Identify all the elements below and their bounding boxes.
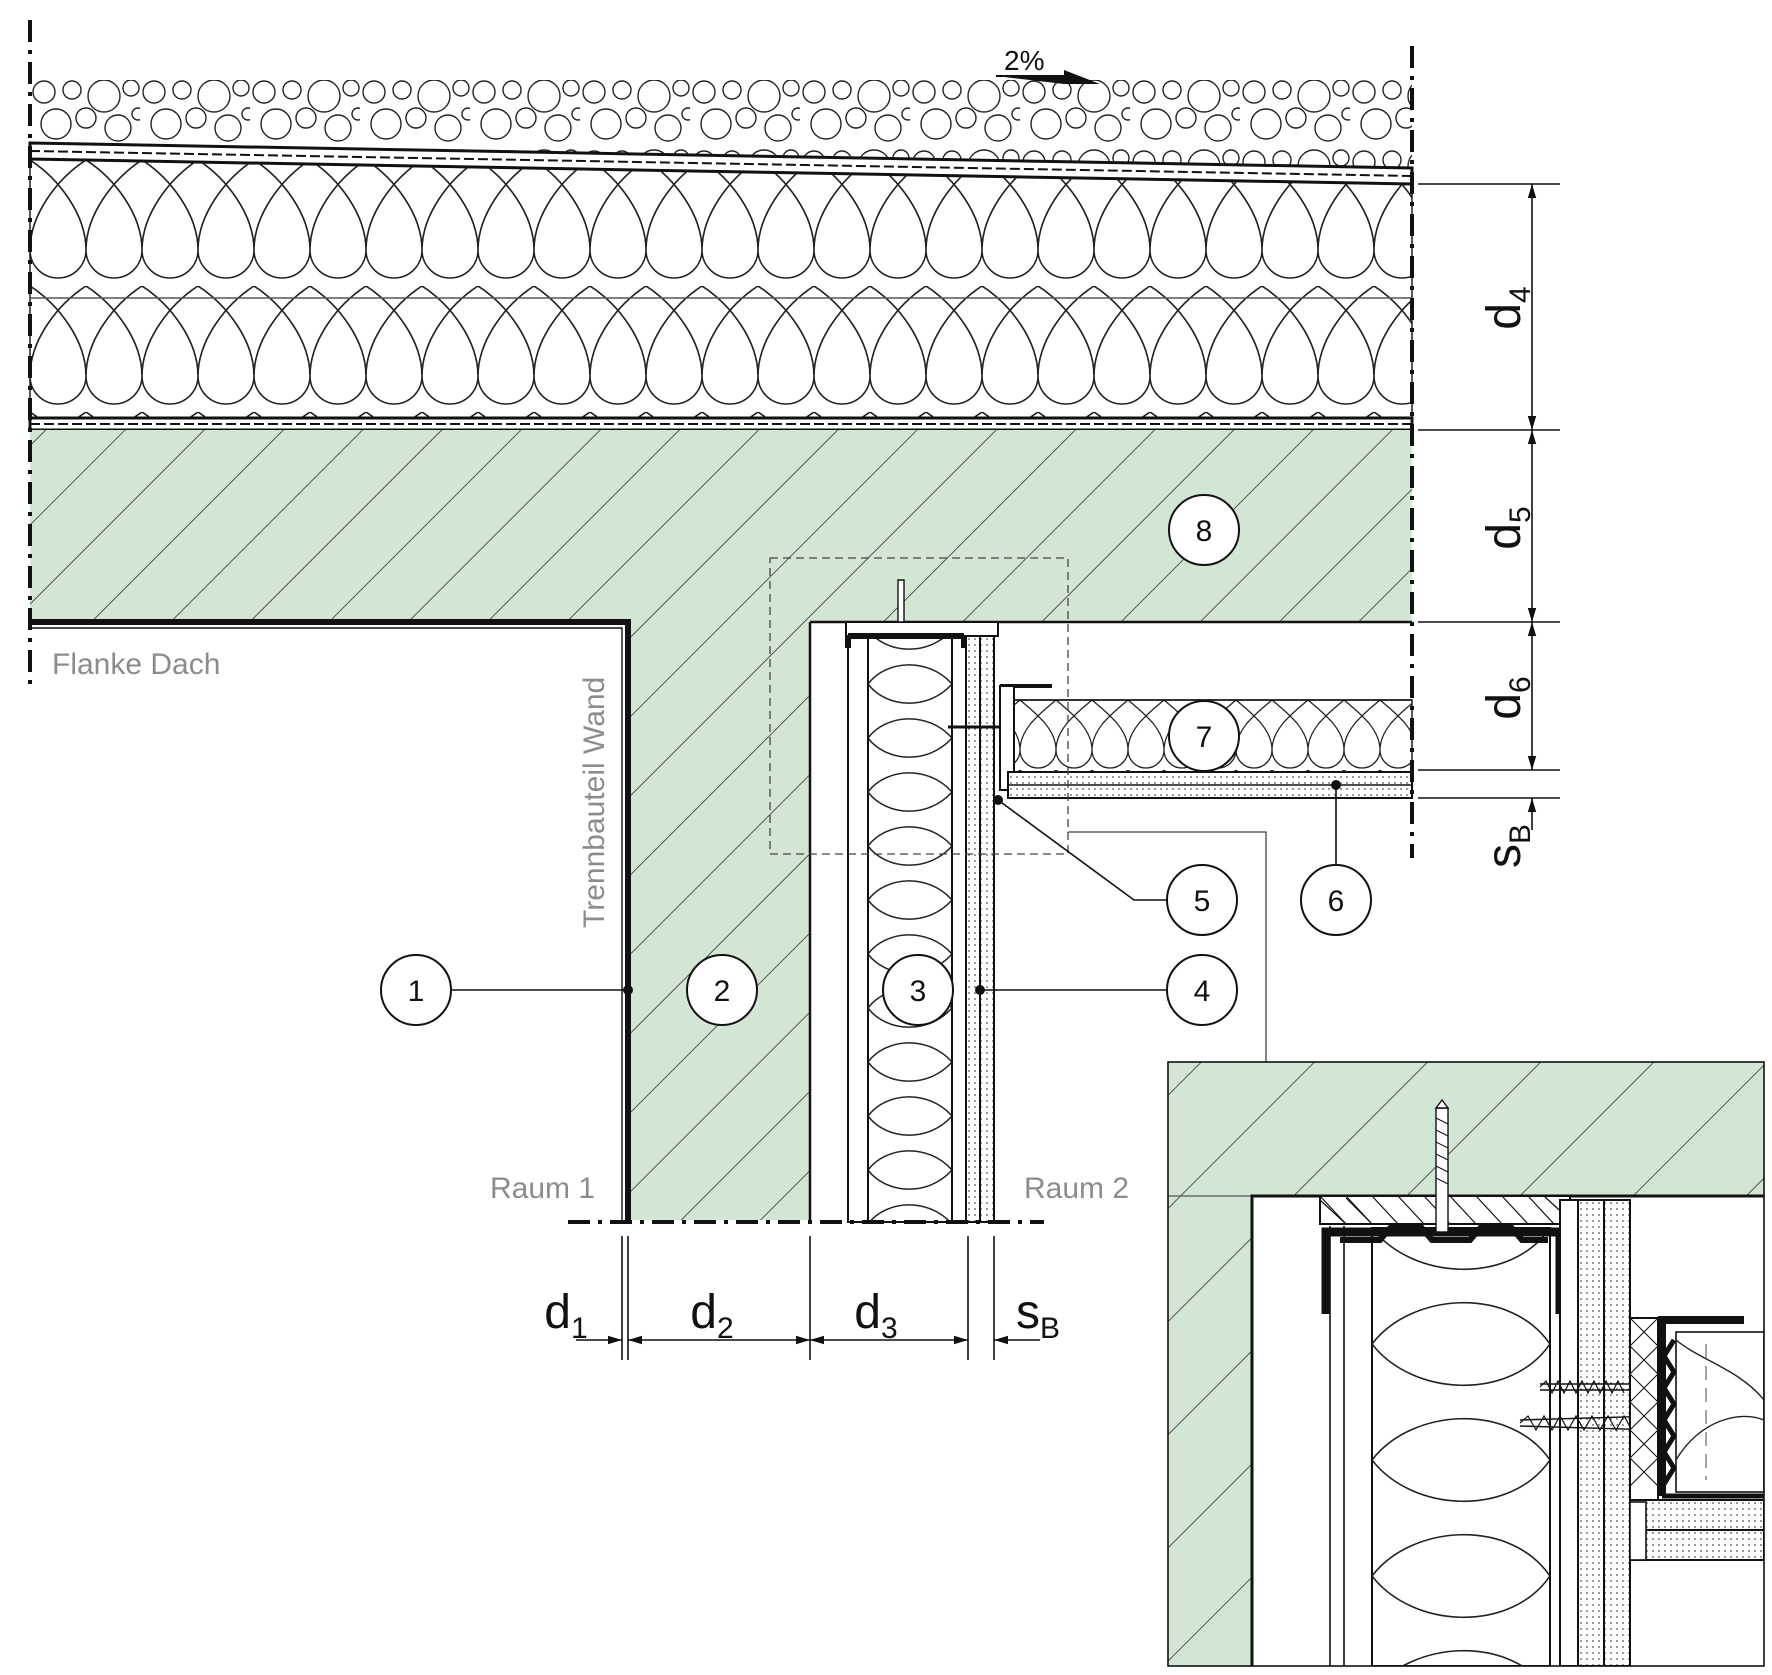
axis-lines [28, 20, 1414, 1224]
plaster-lining [30, 619, 631, 1222]
slope-indicator: 2% [996, 45, 1100, 84]
gypsum-board-inner [965, 629, 981, 1223]
svg-text:7: 7 [1196, 721, 1213, 754]
dim-label-d1: d1 [544, 1286, 587, 1345]
detail-enlargement [1168, 1062, 1764, 1666]
label-partition-wall: Trennbauteil Wand [578, 677, 611, 928]
callout-1: 1 [380, 954, 452, 1026]
svg-text:1: 1 [408, 975, 425, 1008]
callout-5: 5 [1166, 864, 1238, 936]
callout-6: 6 [1300, 864, 1372, 936]
svg-text:d6: d6 [1478, 676, 1537, 719]
callout-2: 2 [686, 954, 758, 1026]
dim-label-d5: d5 [1478, 506, 1537, 549]
dim-label-sb-bottom: sB [1016, 1286, 1060, 1345]
svg-text:sB: sB [1478, 824, 1537, 868]
dim-label-d3: d3 [854, 1286, 897, 1345]
slope-label: 2% [1004, 45, 1044, 76]
dim-label-d6: d6 [1478, 676, 1537, 719]
detail-enlargement-border [1167, 1061, 1765, 1667]
svg-text:2: 2 [714, 975, 731, 1008]
callout-3: 3 [882, 954, 954, 1026]
roof-insulation [29, 158, 1413, 419]
gravel-layer [30, 80, 1412, 170]
callout-4: 4 [1166, 954, 1238, 1026]
svg-text:5: 5 [1194, 885, 1211, 918]
pre-wall-lining [845, 579, 999, 1223]
callout-7: 7 [1168, 700, 1240, 772]
detail-wall-insulation [1371, 1227, 1551, 1666]
svg-text:4: 4 [1194, 975, 1211, 1008]
concrete-partition-wall [628, 620, 1412, 1222]
gypsum-board-outer [979, 629, 995, 1223]
svg-text:3: 3 [910, 975, 927, 1008]
dimensions-bottom [576, 1236, 1040, 1360]
dim-label-sb-right: sB [1478, 824, 1537, 868]
dimensions-right [1418, 183, 1560, 830]
label-room-2: Raum 2 [1024, 1172, 1129, 1205]
dim-label-d2: d2 [690, 1286, 733, 1345]
detail-frame [769, 557, 1069, 855]
svg-text:8: 8 [1196, 515, 1213, 548]
label-room-1: Raum 1 [490, 1172, 595, 1205]
dim-label-d4: d4 [1478, 286, 1537, 329]
svg-text:d4: d4 [1478, 286, 1537, 329]
callout-8: 8 [1168, 494, 1240, 566]
callout-leaders [448, 785, 1337, 991]
label-flank-roof: Flanke Dach [52, 648, 220, 681]
svg-text:d5: d5 [1478, 506, 1537, 549]
wall-insulation [867, 629, 953, 1223]
svg-text:6: 6 [1328, 885, 1345, 918]
roof-build-up [28, 80, 1414, 622]
